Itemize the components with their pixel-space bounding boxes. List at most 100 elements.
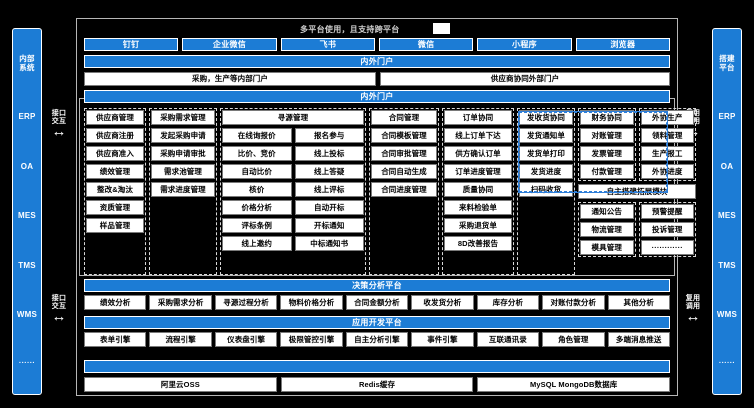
app-item-7[interactable]: 角色管理	[542, 332, 605, 347]
platform-button-1[interactable]: 企业微信	[182, 38, 277, 51]
module-item-2-r3[interactable]: 线上评标	[294, 182, 364, 197]
decision-item-1[interactable]: 采购需求分析	[149, 295, 212, 310]
module-item-7-0[interactable]: 领料管理	[640, 128, 694, 143]
app-item-0[interactable]: 表单引擎	[84, 332, 147, 347]
module-item-2-l6[interactable]: 线上邀约	[222, 236, 292, 251]
module-item-0-3[interactable]: 整改&淘汰	[86, 182, 144, 197]
app-item-1[interactable]: 流程引擎	[149, 332, 212, 347]
module-item-2-l5[interactable]: 评标条例	[222, 218, 292, 233]
app-item-4[interactable]: 自主分析引擎	[345, 332, 409, 347]
module-item-1-3[interactable]: 需求进度管理	[151, 182, 215, 197]
decision-item-8[interactable]: 其他分析	[607, 295, 670, 310]
module-item-2-r2[interactable]: 线上答疑	[294, 164, 364, 179]
module-item-3-1[interactable]: 合同审批管理	[371, 146, 437, 161]
module-item-4-1[interactable]: 供方确认订单	[444, 146, 512, 161]
extension-item-right-2[interactable]: ············	[640, 240, 694, 255]
extension-subcols: 通知公告物流管理模具管理 预警提醒投诉管理 ············	[578, 202, 696, 257]
decision-platform-row: 绩效分析采购需求分析寻源过程分析物料价格分析合同金额分析收发货分析库存分析对账付…	[84, 295, 670, 310]
decision-item-6[interactable]: 库存分析	[476, 295, 540, 310]
module-item-1-1[interactable]: 采购申请审批	[151, 146, 215, 161]
module-item-4-2[interactable]: 订单进度管理	[444, 164, 512, 179]
decision-item-3[interactable]: 物料价格分析	[280, 295, 343, 310]
module-header-1[interactable]: 采购需求管理	[151, 110, 215, 125]
module-item-2-l4[interactable]: 价格分析	[222, 200, 292, 215]
text-cursor-highlight	[433, 23, 450, 34]
module-item-6-1[interactable]: 发票管理	[580, 146, 634, 161]
module-header-3[interactable]: 合同管理	[371, 110, 437, 125]
right-rail-item-3: MES	[718, 211, 736, 221]
module-item-6-2[interactable]: 付款管理	[580, 164, 634, 179]
module-item-5-3[interactable]: 扫码收货	[519, 182, 573, 197]
extension-item-left-1[interactable]: 物流管理	[580, 222, 634, 237]
module-header-4[interactable]: 订单协同	[444, 110, 512, 125]
extension-item-right-1[interactable]: 投诉管理	[640, 222, 694, 237]
module-header-5[interactable]: 发收货协同	[519, 110, 573, 125]
module-item-5-2[interactable]: 发货进度	[519, 164, 573, 179]
module-header-2[interactable]: 寻源管理	[222, 110, 364, 125]
app-item-5[interactable]: 事件引擎	[411, 332, 474, 347]
module-item-2-r4[interactable]: 自动开标	[294, 200, 364, 215]
platform-button-4[interactable]: 小程序	[477, 38, 572, 51]
infrastructure-item-2[interactable]: MySQL MongoDB数据库	[477, 377, 671, 392]
extension-header[interactable]: 自主搭建拓展模块	[578, 184, 696, 199]
external-portal-box[interactable]: 供应商协同外部门户	[380, 72, 670, 86]
module-item-2-l0[interactable]: 在线询报价	[222, 128, 292, 143]
internal-portal-box[interactable]: 采购，生产等内部门户	[84, 72, 376, 86]
module-item-3-0[interactable]: 合同模板管理	[371, 128, 437, 143]
module-item-2-l3[interactable]: 核价	[222, 182, 292, 197]
decision-platform-title: 决策分析平台	[84, 279, 670, 292]
portal-bar-bottom: 内外门户	[84, 90, 670, 103]
module-item-4-5[interactable]: 采购退货单	[444, 218, 512, 233]
module-item-4-3[interactable]: 质量协同	[444, 182, 512, 197]
decision-item-2[interactable]: 寻源过程分析	[214, 295, 278, 310]
decision-item-0[interactable]: 绩效分析	[84, 295, 147, 310]
platform-button-0[interactable]: 钉钉	[84, 38, 179, 51]
module-item-2-l2[interactable]: 自动比价	[222, 164, 292, 179]
decision-item-4[interactable]: 合同金额分析	[345, 295, 409, 310]
decision-item-7[interactable]: 对账付款分析	[542, 295, 605, 310]
module-item-3-2[interactable]: 合同自动生成	[371, 164, 437, 179]
infrastructure-bar	[84, 360, 670, 373]
module-item-1-0[interactable]: 发起采购申请	[151, 128, 215, 143]
left-rail-item-4: TMS	[18, 260, 36, 270]
app-item-3[interactable]: 极限管控引擎	[280, 332, 343, 347]
platform-button-5[interactable]: 浏览器	[575, 38, 670, 51]
module-item-6-0[interactable]: 对账管理	[580, 128, 634, 143]
module-item-0-1[interactable]: 供应商准入	[86, 146, 144, 161]
module-item-2-r5[interactable]: 开标通知	[294, 218, 364, 233]
module-item-2-r0[interactable]: 报名参与	[294, 128, 364, 143]
platform-button-2[interactable]: 飞书	[280, 38, 375, 51]
module-item-0-5[interactable]: 样品管理	[86, 218, 144, 233]
module-item-7-2[interactable]: 外协进度	[640, 164, 694, 179]
extension-item-left-0[interactable]: 通知公告	[580, 204, 634, 219]
extension-item-right-0[interactable]: 预警提醒	[640, 204, 694, 219]
module-item-5-1[interactable]: 发货单打印	[519, 146, 573, 161]
module-item-3-3[interactable]: 合同进度管理	[371, 182, 437, 197]
left-rail-item-3: MES	[18, 211, 36, 221]
app-item-2[interactable]: 仪表盘引擎	[214, 332, 278, 347]
module-item-0-4[interactable]: 资质管理	[86, 200, 144, 215]
infrastructure-item-0[interactable]: 阿里云OSS	[84, 377, 277, 392]
module-item-2-r1[interactable]: 线上投标	[294, 146, 364, 161]
module-header-6[interactable]: 财务协同	[580, 110, 634, 125]
decision-item-5[interactable]: 收发货分析	[411, 295, 474, 310]
module-header-7[interactable]: 外协生产	[640, 110, 694, 125]
module-item-7-1[interactable]: 生产报工	[640, 146, 694, 161]
infrastructure-item-1[interactable]: Redis缓存	[280, 377, 474, 392]
module-item-0-2[interactable]: 绩效管理	[86, 164, 144, 179]
finance-outsourcing-subcols: 财务协同对账管理发票管理付款管理 外协生产领料管理生产报工外协进度	[578, 108, 696, 181]
module-item-4-4[interactable]: 来料检验单	[444, 200, 512, 215]
module-item-4-0[interactable]: 线上订单下达	[444, 128, 512, 143]
module-item-4-6[interactable]: 8D改善报告	[444, 236, 512, 251]
module-item-5-0[interactable]: 发货通知单	[519, 128, 573, 143]
module-item-0-0[interactable]: 供应商注册	[86, 128, 144, 143]
app-item-8[interactable]: 多端消息推送	[607, 332, 670, 347]
extension-item-left-2[interactable]: 模具管理	[580, 240, 634, 255]
module-item-2-l1[interactable]: 比价、竞价	[222, 146, 292, 161]
module-item-2-r6[interactable]: 中标通知书	[294, 236, 364, 251]
module-header-0[interactable]: 供应商管理	[86, 110, 144, 125]
module-item-1-2[interactable]: 需求池管理	[151, 164, 215, 179]
platform-button-3[interactable]: 微信	[378, 38, 474, 51]
app-item-6[interactable]: 互联通讯录	[476, 332, 540, 347]
